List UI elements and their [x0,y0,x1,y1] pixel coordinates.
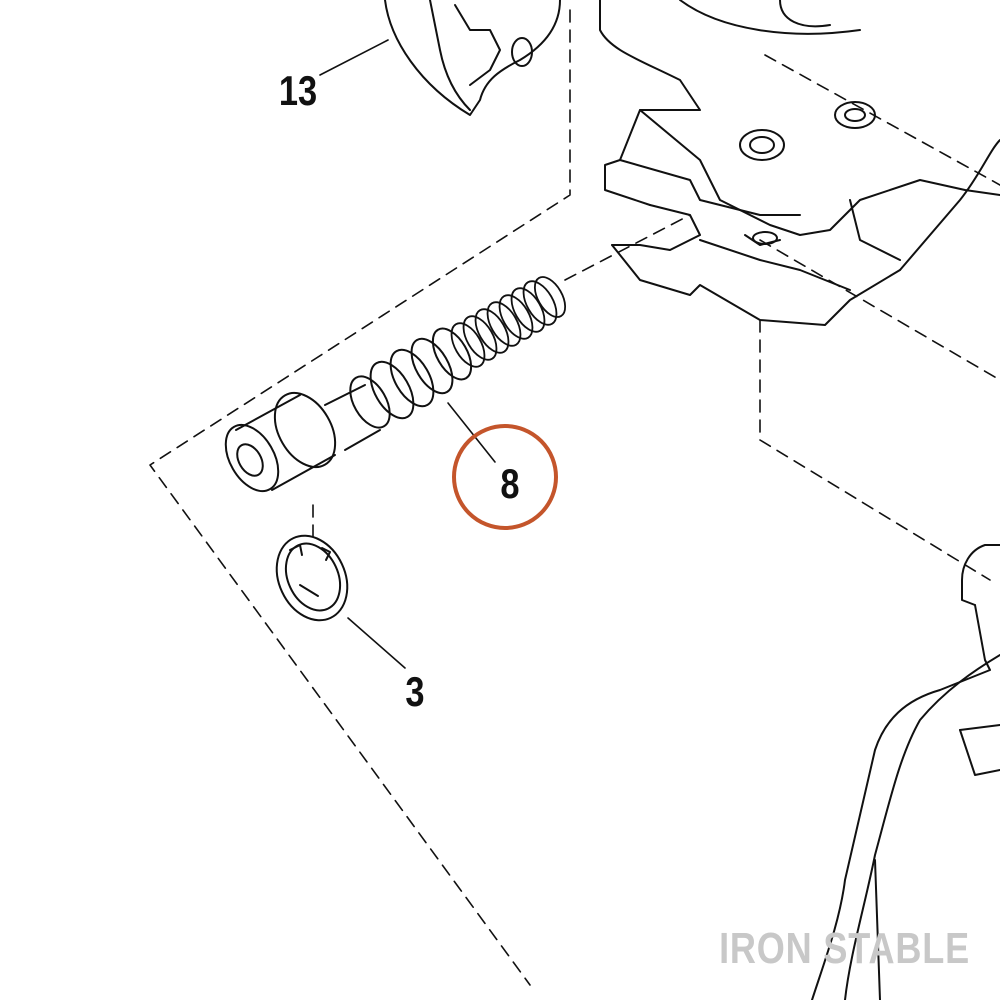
callout-8: 8 [500,461,519,508]
part-13-lever [384,0,561,116]
piston-seals [349,327,473,429]
callout-13: 13 [279,68,317,115]
part-3-circlip [275,534,349,622]
callout-3: 3 [405,669,424,716]
return-spring [450,276,567,368]
piston-end-cap [224,392,337,493]
callout-leaders [319,39,496,669]
master-cylinder-housing [599,0,1000,326]
part-8-piston-assembly [224,276,567,493]
dashed-assembly-guides [149,9,1000,986]
watermark: IRON STABLE [719,924,970,973]
callout-8-highlight-ring [452,424,558,530]
brake-lever [811,544,1000,1000]
